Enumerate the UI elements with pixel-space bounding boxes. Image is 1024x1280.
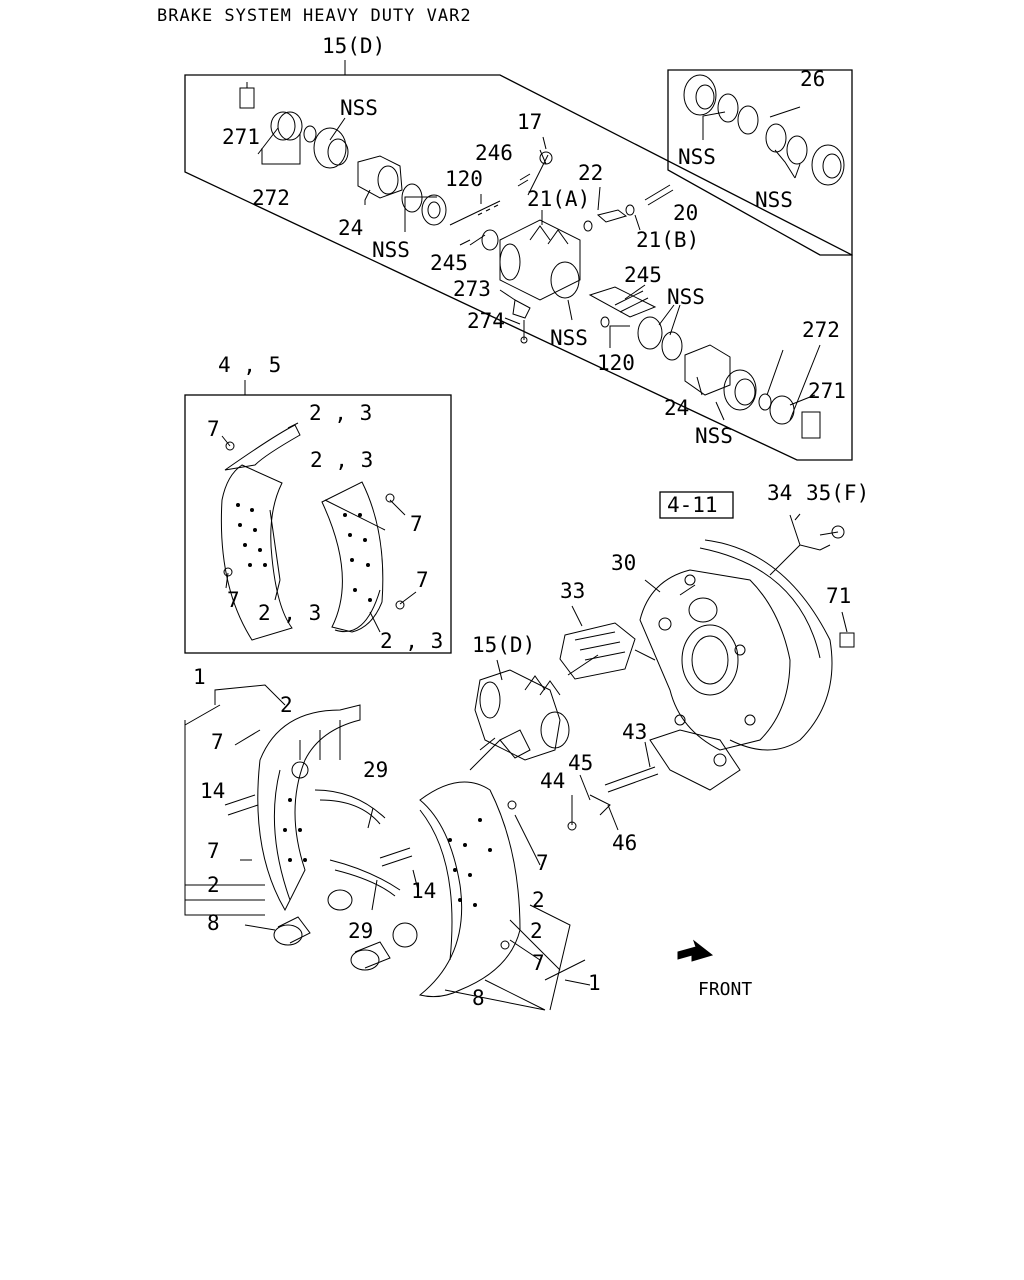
callout-label: NSS <box>755 188 793 212</box>
callout-label: 7 <box>207 839 220 863</box>
arrow-front-icon <box>677 939 714 962</box>
callout-label: 33 <box>560 579 585 603</box>
callout-label: NSS <box>678 145 716 169</box>
wheel-cylinder-assembly <box>469 654 599 771</box>
callout-label: 46 <box>612 831 637 855</box>
callout-label: 271 <box>808 379 846 403</box>
callout-label: 7 <box>416 568 429 592</box>
callout-label: 246 <box>475 141 513 165</box>
callout-label: 35(F) <box>806 481 869 505</box>
callout-labels: 15(D) NSS 271 272 17 246 120 22 21(A) 20… <box>193 34 869 1010</box>
brake-lining-panel <box>184 380 452 654</box>
callout-label: 120 <box>445 167 483 191</box>
callout-label: 7 <box>207 417 220 441</box>
callout-label: 7 <box>536 851 549 875</box>
callout-label: 15(D) <box>472 633 535 657</box>
callout-label: 8 <box>207 911 220 935</box>
callout-label: NSS <box>695 424 733 448</box>
callout-label: 29 <box>348 919 373 943</box>
backing-plate-assembly <box>559 491 855 791</box>
callout-label: 1 <box>588 971 601 995</box>
callout-label: 45 <box>568 751 593 775</box>
callout-label: 7 <box>227 588 240 612</box>
callout-label: 274 <box>467 309 505 333</box>
callout-label: NSS <box>550 326 588 350</box>
callout-label: 20 <box>673 201 698 225</box>
callout-label: 2 <box>207 873 220 897</box>
callout-label: 2 , 3 <box>310 448 373 472</box>
callout-label: NSS <box>372 238 410 262</box>
callout-label: 2 <box>530 919 543 943</box>
callout-label: 24 <box>338 216 363 240</box>
callout-label: 2 , 3 <box>380 629 443 653</box>
callout-label: 272 <box>252 186 290 210</box>
callout-label: 272 <box>802 318 840 342</box>
callout-label: 21(B) <box>636 228 699 252</box>
callout-label: 245 <box>430 251 468 275</box>
callout-label: 17 <box>517 110 542 134</box>
callout-label: 245 <box>624 263 662 287</box>
callout-label: 1 <box>193 665 206 689</box>
callout-label: 34 <box>767 481 792 505</box>
callout-label: 2 <box>532 888 545 912</box>
callout-label: 43 <box>622 720 647 744</box>
callout-label: 26 <box>800 67 825 91</box>
callout-label: NSS <box>667 285 705 309</box>
callout-label: 29 <box>363 758 388 782</box>
callout-label: 15(D) <box>322 34 385 58</box>
callout-label: 14 <box>200 779 225 803</box>
callout-label: 14 <box>411 879 436 903</box>
callout-label: 44 <box>540 769 565 793</box>
callout-label: 273 <box>453 277 491 301</box>
brake-shoe-assembly <box>184 684 659 1011</box>
callout-label: 21(A) <box>527 187 590 211</box>
callout-label: 71 <box>826 584 851 608</box>
wheel-cylinder-exploded-panel <box>184 60 853 461</box>
callout-label: 4-11 <box>667 493 718 517</box>
callout-label: 7 <box>532 951 545 975</box>
callout-label: 7 <box>211 730 224 754</box>
diagram-title: BRAKE SYSTEM HEAVY DUTY VAR2 <box>157 6 472 26</box>
callout-label: 2 <box>280 693 293 717</box>
callout-label: 2 , 3 <box>309 401 372 425</box>
callout-label: 4 , 5 <box>218 353 281 377</box>
callout-label: 24 <box>664 396 689 420</box>
front-label: FRONT <box>698 979 752 1000</box>
callout-label: 7 <box>410 512 423 536</box>
callout-label: 120 <box>597 351 635 375</box>
callout-label: 2 , 3 <box>258 601 321 625</box>
seal-kit-panel <box>667 69 853 256</box>
callout-label: 271 <box>222 125 260 149</box>
callout-label: 22 <box>578 161 603 185</box>
callout-label: NSS <box>340 96 378 120</box>
callout-label: 30 <box>611 551 636 575</box>
callout-label: 8 <box>472 986 485 1010</box>
